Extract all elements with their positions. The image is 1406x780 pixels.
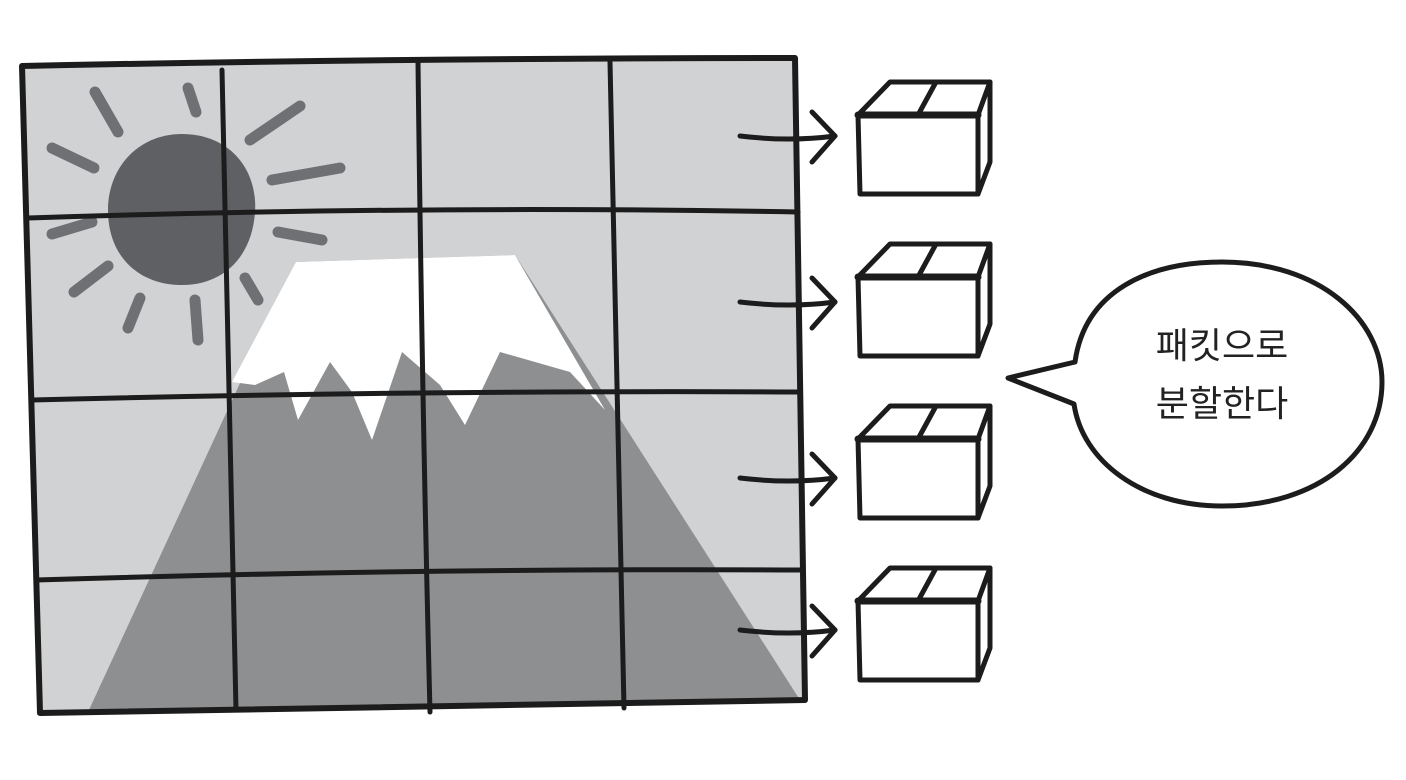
speech-bubble (1005, 259, 1385, 509)
arrow-1 (737, 109, 838, 165)
callout-line-1: 패킷으로 (1155, 326, 1289, 367)
arrow-4 (737, 603, 838, 659)
grid-line-v1 (219, 67, 239, 713)
arrow-3 (737, 451, 838, 507)
box-icon (854, 79, 993, 197)
sun-rays (46, 82, 346, 346)
grid-line-h2 (29, 389, 803, 403)
arrow-2 (737, 275, 838, 331)
box-icon (854, 403, 993, 521)
arrows (737, 109, 838, 659)
packets (854, 79, 993, 683)
speech-bubble-text: 패킷으로 분할한다 (1122, 318, 1322, 434)
sun (108, 134, 256, 286)
image-panel-border (19, 55, 808, 716)
grid-line-h1 (25, 207, 801, 221)
box-icon (854, 241, 993, 359)
box-icon (854, 565, 993, 683)
grid-line-h3 (33, 567, 805, 583)
mountain-snow-cap (232, 255, 605, 440)
grid-line-v2 (415, 59, 433, 715)
callout-line-2: 분할한다 (1155, 384, 1289, 425)
grid-line-v3 (607, 59, 627, 711)
grid-lines (25, 59, 805, 715)
